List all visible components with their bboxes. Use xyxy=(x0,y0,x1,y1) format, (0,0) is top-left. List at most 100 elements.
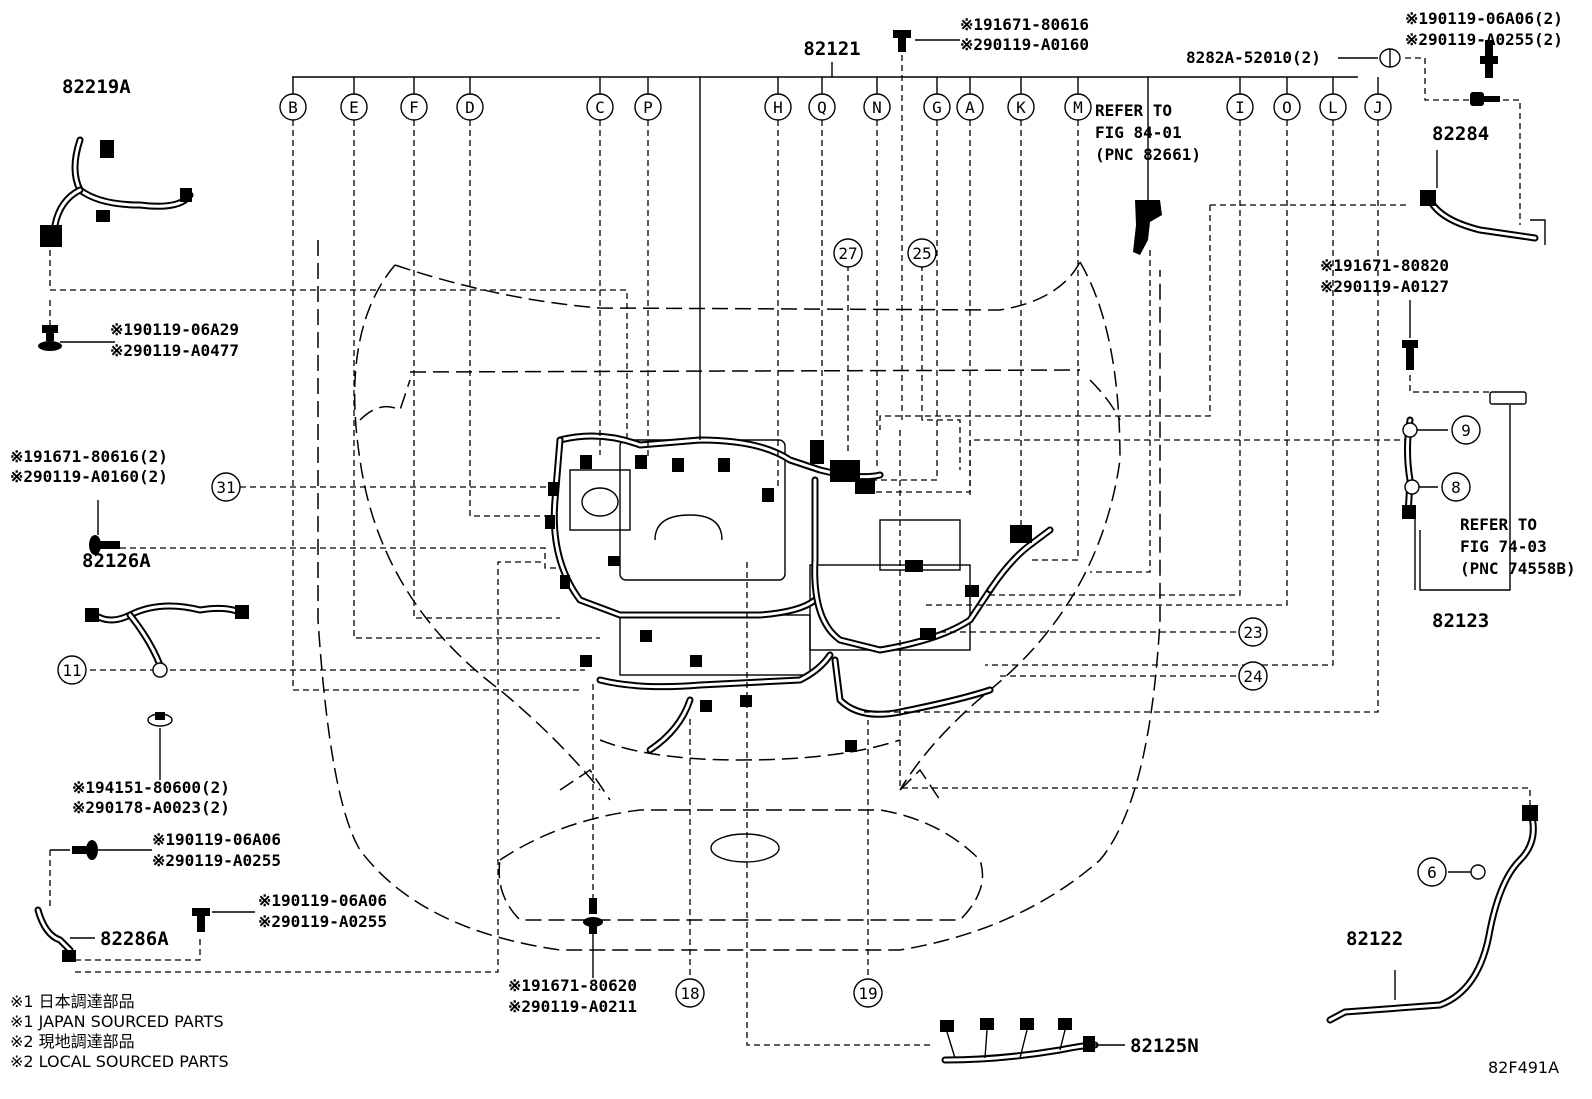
ref-fig74-line2: FIG 74-03 xyxy=(1460,537,1547,556)
fastener-bottom-1: ※191671-80620 xyxy=(508,976,637,995)
harness-82284 xyxy=(1420,150,1546,245)
connector-leader-lines xyxy=(292,77,1379,713)
fastener-top-2: ※290119-A0160 xyxy=(960,35,1089,54)
connector-letter-f: F xyxy=(409,98,419,117)
callout-circle-23 xyxy=(1238,617,1268,647)
connector-letter-i: I xyxy=(1235,98,1245,117)
ref-fig84-line3: (PNC 82661) xyxy=(1095,145,1201,164)
harness-82122 xyxy=(1326,805,1538,1024)
connector-letter-b: B xyxy=(288,98,298,117)
bolt-icon-bottom xyxy=(583,898,603,978)
bolt-icon-upper-left xyxy=(38,325,115,351)
callout-circle-6 xyxy=(1417,857,1447,887)
connector-letter-h: H xyxy=(773,98,783,117)
connector-letter-j: J xyxy=(1373,98,1383,117)
ref-fig74-line1: REFER TO xyxy=(1460,515,1537,534)
part-label-82125N: 82125N xyxy=(1130,1035,1199,1057)
bolt-icon-82286A-upper xyxy=(50,840,152,860)
connector-letter-p: P xyxy=(643,98,653,117)
callout-number-19: 19 xyxy=(858,984,877,1003)
fastener-bl-a1: ※190119-06A06 xyxy=(152,830,281,849)
connector-letter-k: K xyxy=(1016,98,1026,117)
harness-82126A xyxy=(85,602,249,678)
fastener-bottom-2: ※290119-A0211 xyxy=(508,997,637,1016)
connector-letter-e: E xyxy=(349,98,359,117)
part-label-82126A: 82126A xyxy=(82,550,151,572)
legend-line-2: ※1 JAPAN SOURCED PARTS xyxy=(10,1012,224,1031)
callout-circle-8 xyxy=(1441,472,1471,502)
connector-letter-c: C xyxy=(595,98,605,117)
part-label-8282A: 8282A-52010(2) xyxy=(1186,48,1321,67)
connector-letter-m: M xyxy=(1073,98,1083,117)
bolt-icon-right xyxy=(1402,300,1418,370)
part-label-82286A: 82286A xyxy=(100,928,169,950)
part-label-82123: 82123 xyxy=(1432,610,1489,632)
fastener-tr-2: ※290119-A0255(2) xyxy=(1405,30,1563,49)
callout-circle-18 xyxy=(675,978,705,1008)
main-harness-82121 xyxy=(545,432,1054,754)
bolt-icon-top-right-lower xyxy=(1470,92,1500,106)
callout-circle-9 xyxy=(1451,415,1481,445)
fastener-bl-a2: ※290119-A0255 xyxy=(152,851,281,870)
bolt-icon-top-right xyxy=(1480,40,1498,78)
fastener-ul-1: ※190119-06A29 xyxy=(110,320,239,339)
callout-number-11: 11 xyxy=(62,661,81,680)
connector-letter-n: N xyxy=(872,98,882,117)
bolt-icon-82286A-lower xyxy=(192,908,255,932)
vehicle-body-outline xyxy=(317,240,1161,951)
callout-number-27: 27 xyxy=(838,244,857,263)
connector-letter-a: A xyxy=(965,98,975,117)
callout-circle-27 xyxy=(833,238,863,268)
callout-number-23: 23 xyxy=(1243,623,1262,642)
legend-line-1: ※1 日本調達部品 xyxy=(10,992,135,1011)
fastener-tr-1: ※190119-06A06(2) xyxy=(1405,9,1563,28)
fastener-r-2: ※290119-A0127 xyxy=(1320,277,1449,296)
callout-number-9: 9 xyxy=(1461,421,1471,440)
fastener-bl-b1: ※190119-06A06 xyxy=(258,891,387,910)
part-label-82219A: 82219A xyxy=(62,76,131,98)
harness-82219A xyxy=(40,136,194,247)
callout-number-31: 31 xyxy=(216,478,235,497)
fastener-clip-2: ※290178-A0023(2) xyxy=(72,798,230,817)
callout-circle-25 xyxy=(907,238,937,268)
callout-circle-19 xyxy=(853,978,883,1008)
ref-fig84-line2: FIG 84-01 xyxy=(1095,123,1182,142)
legend-line-3: ※2 現地調達部品 xyxy=(10,1032,135,1051)
fastener-l-1: ※191671-80616(2) xyxy=(10,447,168,466)
connector-letter-q: Q xyxy=(817,98,827,117)
harness-82123 xyxy=(1402,391,1527,590)
fastener-bl-b2: ※290119-A0255 xyxy=(258,912,387,931)
fastener-ul-2: ※290119-A0477 xyxy=(110,341,239,360)
bolt-icon-top xyxy=(893,30,960,52)
callout-number-25: 25 xyxy=(912,244,931,263)
part-label-82284: 82284 xyxy=(1432,123,1489,145)
diagram-id: 82F491A xyxy=(1488,1058,1559,1077)
fastener-l-2: ※290119-A0160(2) xyxy=(10,467,168,486)
ref-fig74-line3: (PNC 74558B) xyxy=(1460,559,1576,578)
connector-letter-d: D xyxy=(465,98,475,117)
main-harness-label: 82121 xyxy=(803,38,860,60)
harness-82286A xyxy=(34,906,95,962)
connector-letter-o: O xyxy=(1282,98,1292,117)
engine-components xyxy=(569,439,971,676)
callout-circle-11 xyxy=(57,655,87,685)
connector-letter-l: L xyxy=(1328,98,1338,117)
bolt-icon-left xyxy=(89,500,120,555)
callout-circle-24 xyxy=(1238,661,1268,691)
harness-82125N xyxy=(940,1018,1125,1064)
clip-icon-lower-left xyxy=(147,712,173,780)
fastener-top-1: ※191671-80616 xyxy=(960,15,1089,34)
ref-fig84-line1: REFER TO xyxy=(1095,101,1172,120)
connector-letter-g: G xyxy=(932,98,942,117)
callout-number-6: 6 xyxy=(1427,863,1437,882)
legend-line-4: ※2 LOCAL SOURCED PARTS xyxy=(10,1052,229,1071)
callout-number-18: 18 xyxy=(680,984,699,1003)
bracket-82661 xyxy=(1133,200,1162,255)
part-label-82122: 82122 xyxy=(1346,928,1403,950)
callout-circle-31 xyxy=(211,472,241,502)
clip-icon-82282A xyxy=(1379,48,1401,68)
auxiliary-leader-lines xyxy=(49,55,1531,1046)
